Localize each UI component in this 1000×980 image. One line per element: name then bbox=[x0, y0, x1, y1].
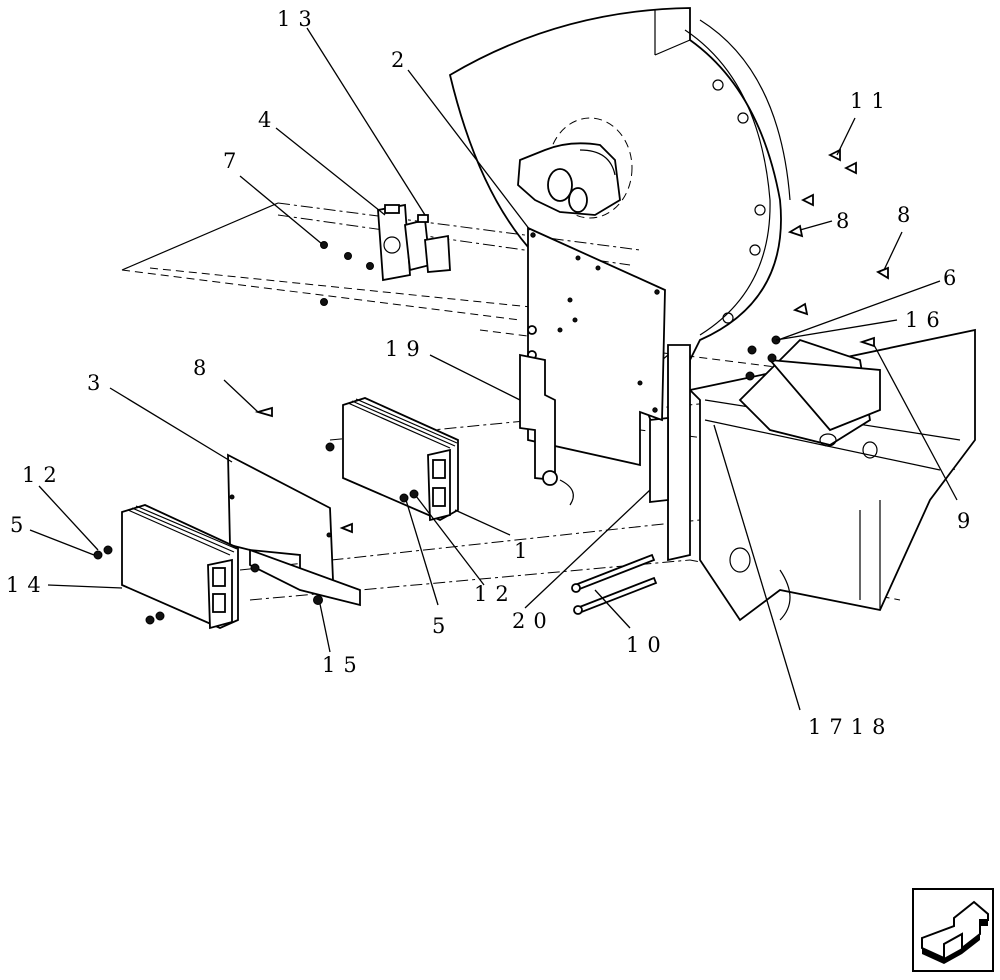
callout-20: 20 bbox=[512, 609, 555, 633]
controller-module-lower bbox=[121, 504, 239, 630]
callout-14: 14 bbox=[6, 573, 49, 597]
callout-11: 11 bbox=[850, 89, 893, 113]
controller-module-upper bbox=[342, 397, 459, 522]
callout-1718: 1718 bbox=[808, 715, 893, 739]
callout-12-left: 12 bbox=[22, 463, 65, 487]
callout-16: 16 bbox=[905, 308, 948, 332]
callout-13: 13 bbox=[277, 7, 320, 31]
plate-bracket bbox=[519, 353, 574, 506]
callout-1: 1 bbox=[514, 539, 535, 563]
callout-5-right: 5 bbox=[432, 614, 453, 638]
callout-8-left: 8 bbox=[193, 356, 214, 380]
callout-10: 10 bbox=[626, 633, 669, 657]
vertical-post bbox=[649, 344, 691, 562]
mounting-bracket bbox=[688, 328, 976, 622]
callout-6: 6 bbox=[943, 266, 964, 290]
rotor-hub bbox=[517, 117, 633, 219]
callout-7: 7 bbox=[223, 149, 244, 173]
leader-lines bbox=[29, 27, 958, 711]
callout-15: 15 bbox=[322, 653, 365, 677]
callout-19: 19 bbox=[385, 337, 428, 361]
relay-assembly bbox=[377, 203, 451, 282]
callout-8-right: 8 bbox=[897, 203, 918, 227]
callout-labels: 13 2 4 7 11 8 8 6 16 19 8 3 12 5 9 1 14 … bbox=[6, 7, 978, 739]
callout-3: 3 bbox=[87, 371, 108, 395]
callout-2: 2 bbox=[391, 48, 412, 72]
callout-12-right: 12 bbox=[474, 582, 517, 606]
arrow-return-icon bbox=[921, 900, 989, 964]
callout-5-left: 5 bbox=[10, 513, 31, 537]
fasteners bbox=[93, 148, 889, 625]
callout-9: 9 bbox=[957, 509, 978, 533]
mounting-plate bbox=[227, 453, 361, 607]
callout-4: 4 bbox=[258, 108, 279, 132]
bolts-10 bbox=[571, 553, 658, 615]
next-page-button[interactable] bbox=[912, 888, 994, 972]
callout-8-top: 8 bbox=[836, 209, 857, 233]
